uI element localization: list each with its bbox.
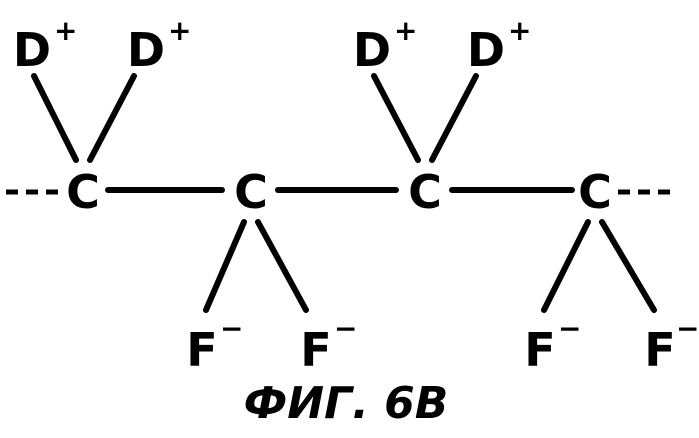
carbon-atom-2: C bbox=[234, 165, 268, 219]
figure-caption: ФИГ. 6B bbox=[244, 378, 449, 429]
positive-charge-3: + bbox=[394, 14, 417, 47]
bond-c3-d3 bbox=[374, 76, 418, 160]
negative-charge-4: − bbox=[676, 312, 699, 345]
positive-charge-4: + bbox=[508, 14, 531, 47]
fluorine-atom-3: F bbox=[524, 323, 555, 377]
deuterium-atom-3: D bbox=[353, 23, 391, 77]
carbon-atom-4: C bbox=[578, 165, 612, 219]
negative-charge-2: − bbox=[334, 312, 357, 345]
fluorine-atom-1: F bbox=[186, 323, 217, 377]
bond-c1-d2 bbox=[90, 76, 134, 160]
bond-c3-d4 bbox=[432, 76, 476, 160]
bond-c4-f4 bbox=[602, 222, 654, 310]
fluorine-atom-4: F bbox=[644, 323, 675, 377]
bond-c2-f1 bbox=[206, 222, 244, 310]
positive-charge-2: + bbox=[168, 14, 191, 47]
deuterium-atom-1: D bbox=[13, 23, 51, 77]
bond-c4-f3 bbox=[544, 222, 588, 310]
fluorine-atom-2: F bbox=[300, 323, 331, 377]
carbon-atom-3: C bbox=[408, 165, 442, 219]
negative-charge-3: − bbox=[558, 312, 581, 345]
carbon-atom-1: C bbox=[66, 165, 100, 219]
deuterium-atom-2: D bbox=[127, 23, 165, 77]
deuterium-atom-4: D bbox=[467, 23, 505, 77]
positive-charge-1: + bbox=[54, 14, 77, 47]
bond-c2-f2 bbox=[258, 222, 306, 310]
bond-c1-d1 bbox=[34, 76, 76, 160]
negative-charge-1: − bbox=[220, 312, 243, 345]
